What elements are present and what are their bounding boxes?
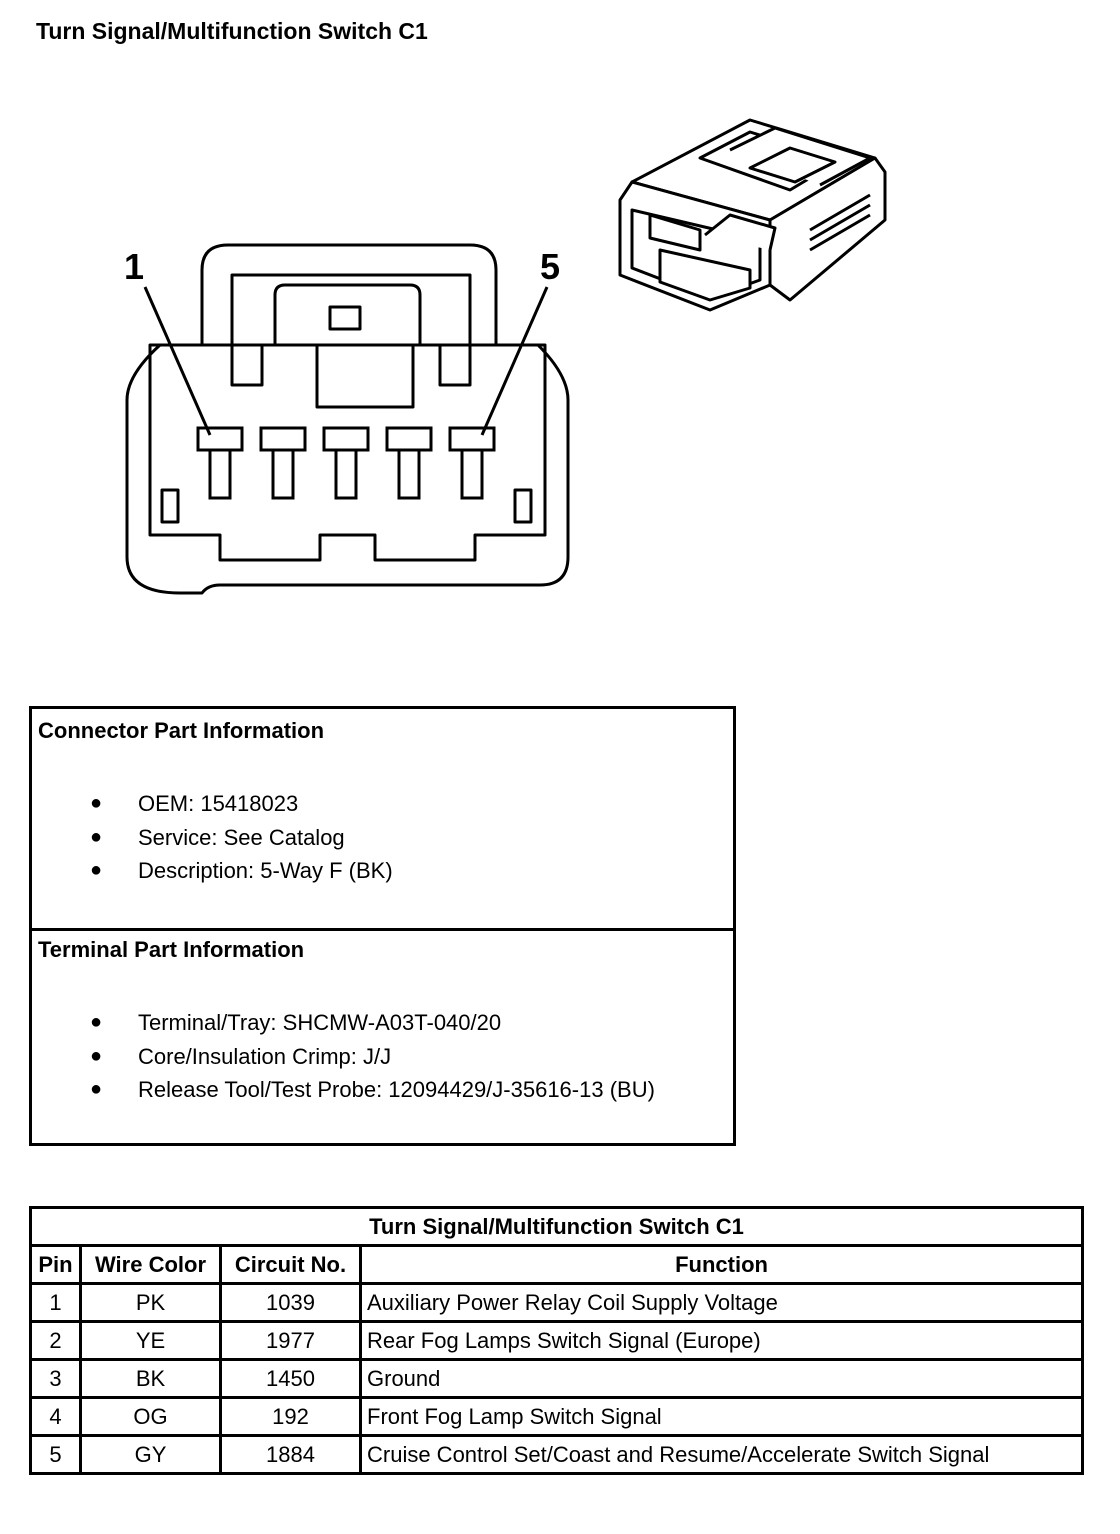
cell-pin: 2 [29, 1320, 82, 1361]
part-information-box: Connector Part Information ●OEM: 1541802… [29, 706, 736, 1146]
cell-wire-color: PK [79, 1282, 222, 1323]
list-item: ●Core/Insulation Crimp: J/J [32, 1040, 655, 1074]
table-header-row: Pin Wire Color Circuit No. Function [29, 1244, 1085, 1285]
iso-cavity-bottom [658, 248, 752, 302]
bullet-icon: ● [90, 825, 103, 848]
header-circuit-no: Circuit No. [219, 1244, 362, 1285]
pin-label-1: 1 [124, 246, 144, 287]
iso-side-rail [809, 193, 871, 252]
connector-inner-outline [148, 343, 547, 562]
bullet-icon: ● [90, 792, 103, 814]
table-title: Turn Signal/Multifunction Switch C1 [28, 1206, 1085, 1247]
cell-function: Front Fog Lamp Switch Signal [358, 1396, 1085, 1437]
iso-latch-detail [748, 146, 837, 184]
bullet-icon: ● [90, 1044, 103, 1067]
cell-circuit-no: 1039 [219, 1282, 362, 1323]
cell-wire-color: OG [79, 1396, 222, 1437]
page-title: Turn Signal/Multifunction Switch C1 [36, 18, 428, 44]
list-item: ●Release Tool/Test Probe: 12094429/J-356… [32, 1073, 655, 1107]
cell-pin: 4 [29, 1396, 82, 1437]
table-title-row: Turn Signal/Multifunction Switch C1 [28, 1206, 1085, 1247]
cell-circuit-no: 1884 [219, 1434, 362, 1475]
connector-isometric-diagram [618, 118, 887, 312]
cell-circuit-no: 192 [219, 1396, 362, 1437]
cell-function: Cruise Control Set/Coast and Resume/Acce… [358, 1434, 1085, 1475]
header-function: Function [358, 1244, 1085, 1285]
list-item: ●OEM: 15418023 [32, 787, 393, 821]
connector-right-window [513, 488, 533, 524]
table-row: 5 GY 1884 Cruise Control Set/Coast and R… [29, 1434, 1085, 1475]
connector-latch-tab [328, 305, 362, 331]
terminal-cavity-1 [196, 426, 244, 500]
cell-function: Rear Fog Lamps Switch Signal (Europe) [358, 1320, 1085, 1361]
cell-wire-color: YE [79, 1320, 222, 1361]
cell-wire-color: BK [79, 1358, 222, 1399]
connector-left-window [160, 488, 180, 524]
terminal-info-list: ●Terminal/Tray: SHCMW-A03T-040/20 ●Core/… [32, 1006, 655, 1107]
bullet-icon: ● [90, 1078, 103, 1100]
bullet-icon: ● [90, 859, 103, 881]
terminal-cavity-2 [259, 426, 307, 500]
connector-face-diagram: 1 5 [124, 243, 570, 595]
table-row: 1 PK 1039 Auxiliary Power Relay Coil Sup… [29, 1282, 1085, 1323]
terminal-cavity-4 [385, 426, 433, 500]
cell-circuit-no: 1450 [219, 1358, 362, 1399]
connector-latch [230, 273, 472, 409]
list-item: ●Terminal/Tray: SHCMW-A03T-040/20 [32, 1006, 655, 1040]
connector-part-information: Connector Part Information ●OEM: 1541802… [32, 709, 733, 931]
connector-latch-inner [273, 283, 422, 345]
terminal-info-title: Terminal Part Information [38, 937, 305, 962]
table-row: 2 YE 1977 Rear Fog Lamps Switch Signal (… [29, 1320, 1085, 1361]
leader-line-pin-5 [480, 286, 549, 436]
header-wire-color: Wire Color [79, 1244, 222, 1285]
pin-label-5: 5 [540, 246, 560, 287]
connector-info-title: Connector Part Information [38, 718, 325, 743]
cell-pin: 3 [29, 1358, 82, 1399]
leader-line-pin-1 [143, 286, 212, 436]
cell-circuit-no: 1977 [219, 1320, 362, 1361]
bullet-icon: ● [90, 1011, 103, 1033]
terminal-part-information: Terminal Part Information ●Terminal/Tray… [32, 928, 733, 1143]
cell-pin: 1 [29, 1282, 82, 1323]
connector-info-list: ●OEM: 15418023 ●Service: See Catalog ●De… [32, 787, 393, 888]
header-pin: Pin [29, 1244, 82, 1285]
iso-front-lip [704, 213, 777, 251]
cell-function: Ground [358, 1358, 1085, 1399]
pin-table: Turn Signal/Multifunction Switch C1 Pin … [28, 1206, 1085, 1475]
cell-function: Auxiliary Power Relay Coil Supply Voltag… [358, 1282, 1085, 1323]
cell-pin: 5 [29, 1434, 82, 1475]
table-row: 4 OG 192 Front Fog Lamp Switch Signal [29, 1396, 1085, 1437]
list-item: ●Service: See Catalog [32, 821, 393, 855]
cell-wire-color: GY [79, 1434, 222, 1475]
list-item: ●Description: 5-Way F (BK) [32, 854, 393, 888]
connector-outer-outline [125, 243, 570, 595]
terminal-cavity-5 [448, 426, 496, 500]
table-row: 3 BK 1450 Ground [29, 1358, 1085, 1399]
iso-cavity-top [648, 213, 702, 252]
terminal-cavity-3 [322, 426, 370, 500]
